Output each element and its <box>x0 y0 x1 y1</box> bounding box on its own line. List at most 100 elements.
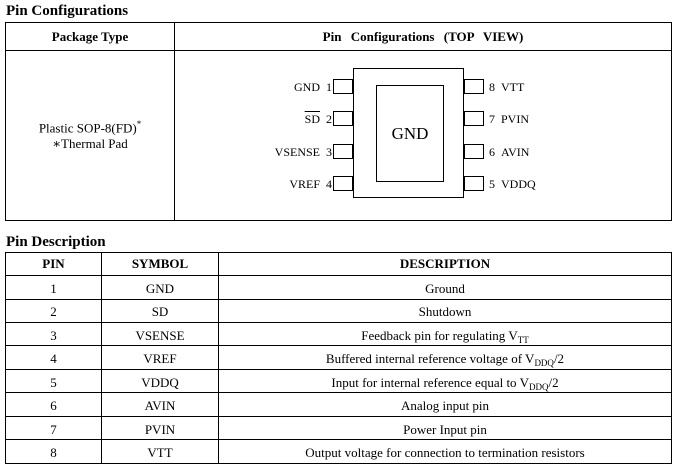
symbol-cell: PVIN <box>144 422 176 437</box>
header-pin-configurations: Pin Configurations (TOP VIEW) <box>322 29 524 44</box>
divider <box>5 299 672 300</box>
pin-number-cell: 4 <box>50 351 57 366</box>
pin-8-label: 8 VTT <box>489 80 524 95</box>
pin-number: 5 <box>489 177 495 191</box>
description-cell: Feedback pin for regulating VTT <box>219 328 671 345</box>
pin-1-label: GND 1 <box>294 80 332 95</box>
pin-3-label: VSENSE 3 <box>275 145 332 160</box>
divider <box>5 252 6 464</box>
divider <box>5 275 672 276</box>
divider <box>671 22 672 221</box>
description-tail: /2 <box>553 351 565 366</box>
pin-4-label: VREF 4 <box>289 177 332 192</box>
subscript: DDQ <box>534 358 554 368</box>
divider <box>174 22 175 221</box>
symbol-cell: SD <box>151 304 169 319</box>
pin-1-lead <box>333 79 353 94</box>
divider <box>218 252 219 464</box>
description-text: Power Input pin <box>403 422 487 437</box>
ic-package-body <box>353 68 464 198</box>
pin-8-lead <box>464 79 484 94</box>
pin-number-cell: 7 <box>50 422 57 437</box>
pin-3-lead <box>333 144 353 159</box>
header-pin: PIN <box>42 256 65 271</box>
symbol-cell: VREF <box>143 351 177 366</box>
thermal-pad-label: GND <box>391 124 429 143</box>
divider <box>5 416 672 417</box>
pin-name: AVIN <box>501 145 530 159</box>
description-cell: Shutdown <box>219 304 671 320</box>
description-text: Ground <box>425 281 465 296</box>
pin-number: 6 <box>489 145 495 159</box>
subscript: DDQ <box>528 382 549 392</box>
pin-number: 4 <box>326 177 332 191</box>
symbol-cell: GND <box>145 281 175 296</box>
divider <box>671 252 672 464</box>
pin-number-cell: 6 <box>50 398 57 413</box>
pin-name: PVIN <box>501 112 530 126</box>
description-text: Buffered internal reference voltage of V <box>325 351 535 366</box>
description-text: Output voltage for connection to termina… <box>305 445 585 460</box>
symbol-cell: AVIN <box>144 398 176 413</box>
pin-number-cell: 5 <box>50 375 57 390</box>
symbol-cell: VTT <box>147 445 173 460</box>
pin-number: 7 <box>489 112 495 126</box>
pin-number-cell: 8 <box>50 445 57 460</box>
description-tail: /2 <box>548 375 559 390</box>
pin-number-cell: 3 <box>50 328 57 343</box>
header-symbol: SYMBOL <box>131 256 189 271</box>
pin-name: VREF <box>289 177 320 191</box>
thermal-pad <box>376 85 444 182</box>
description-text: Input for internal reference equal to V <box>331 375 529 390</box>
description-cell: Output voltage for connection to termina… <box>219 445 671 461</box>
divider <box>5 345 672 346</box>
pin-number: 2 <box>326 112 332 126</box>
pin-number: 1 <box>326 80 332 94</box>
header-description: DESCRIPTION <box>399 256 491 271</box>
pin-description-title: Pin Description <box>6 234 106 250</box>
thermal-pad-note: ∗Thermal Pad <box>52 136 128 151</box>
pin-configurations-title: Pin Configurations <box>6 3 129 19</box>
pin-name: VSENSE <box>274 145 320 159</box>
pin-5-lead <box>464 176 484 191</box>
pin-5-label: 5 VDDQ <box>489 177 536 192</box>
description-cell: Power Input pin <box>219 422 671 438</box>
description-text: Shutdown <box>418 304 472 319</box>
symbol-cell: VSENSE <box>135 328 185 343</box>
header-package-type: Package Type <box>51 29 129 44</box>
pin-4-lead <box>333 176 353 191</box>
description-text: Analog input pin <box>400 398 490 413</box>
pin-7-lead <box>464 111 484 126</box>
pin-2-label: SD 2 <box>305 112 332 127</box>
pin-name: VTT <box>501 80 525 94</box>
pin-name: VDDQ <box>501 177 536 191</box>
description-cell: Ground <box>219 281 671 297</box>
symbol-cell: VDDQ <box>141 375 179 390</box>
pin-name: GND <box>294 80 320 94</box>
pin-6-label: 6 AVIN <box>489 145 529 160</box>
divider <box>5 322 672 323</box>
divider <box>5 22 672 23</box>
description-cell: Buffered internal reference voltage of V… <box>219 351 671 368</box>
pin-6-lead <box>464 144 484 159</box>
subscript: TT <box>517 335 529 345</box>
divider <box>5 220 672 221</box>
package-name-text: Plastic SOP-8(FD) <box>38 120 137 136</box>
pin-number-cell: 1 <box>50 281 57 296</box>
divider <box>101 252 102 464</box>
divider <box>5 439 672 440</box>
divider <box>5 50 672 51</box>
pin-2-lead <box>333 111 353 126</box>
description-cell: Input for internal reference equal to VD… <box>219 375 671 392</box>
footnote-mark: * <box>136 119 142 129</box>
pin-number-cell: 2 <box>50 304 57 319</box>
pin-number: 3 <box>326 145 332 159</box>
pin-7-label: 7 PVIN <box>489 112 529 127</box>
description-text: Feedback pin for regulating V <box>361 328 518 343</box>
pin-number: 8 <box>489 80 495 94</box>
description-cell: Analog input pin <box>219 398 671 414</box>
divider <box>5 392 672 393</box>
package-name: Plastic SOP-8(FD)* <box>6 119 174 136</box>
divider <box>5 369 672 370</box>
pin-name: SD <box>304 112 320 126</box>
